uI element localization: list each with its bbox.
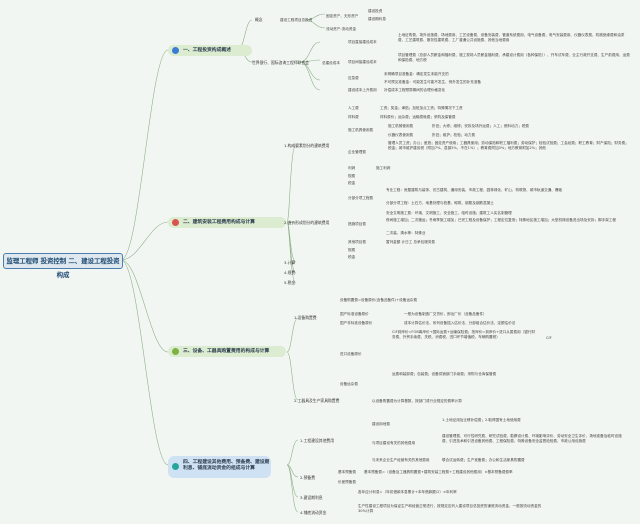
- s2-fees-2: 规费: [348, 248, 356, 252]
- section-3-node: 三、设备、工器具购置费用的构成与计算: [168, 346, 286, 357]
- s2-material-detail: 材料原价；运杂费；运输损耗费；采购及保管费: [380, 115, 456, 119]
- section-1-title: 一、工程投资构成概述: [183, 48, 231, 53]
- s2-measures-b: 夜间施工增加；二次搬运；冬雨季施工增加；已完工程及设备保护；工程定位复测；特殊地…: [386, 218, 616, 222]
- s2-machinery-b-detail: 折旧；维护；校验；动力费: [432, 133, 476, 137]
- section-2-title: 二、建筑安装工程费用构成与计算: [183, 220, 255, 225]
- s4-g3: 3.建设期利息: [300, 495, 323, 500]
- s2-labor-detail: 工资；奖金；津贴；加班加点工资；特殊情况下工资: [380, 106, 463, 110]
- s4-project-other: 与项目建设有关的其他费用: [372, 441, 416, 445]
- s2-other-items: 其他项目费: [348, 240, 366, 244]
- section-2-node: 二、建筑安装工程费用构成与计算: [168, 217, 286, 228]
- s1-construction-investment: 建设投资: [368, 9, 383, 13]
- s2-material: 材料费: [348, 115, 359, 119]
- s2-management-detail: 管理人员工资；办公；差旅；固定资产使用；工器具使用；劳动保险和职工福利费；劳动保…: [388, 141, 629, 150]
- s1-indirect-cost: 项目间接建设成本: [348, 60, 377, 64]
- s2-profit-detail: 施工利润: [376, 166, 391, 170]
- s3-domestic-std-detail: 一般为设备制造厂交货价，即出厂价（含备品备件）: [404, 312, 487, 316]
- s4-land: 建设用地费: [372, 422, 390, 426]
- s4-g3-detail: 各年应计利息=（年初借款本息累计+本年借款额/2）×年利率: [358, 490, 457, 494]
- s3-freight-detail: 运费和装卸费；包装费；设备供销部门手续费；采购与仓库保管费: [392, 372, 497, 376]
- s1-direct-cost: 项目直接建设成本: [348, 40, 377, 44]
- flag-icon: [172, 219, 179, 226]
- s3-g2: 2.工器具及生产家具购置费: [294, 398, 340, 403]
- s1-escalation: 建设成本上升费用: [348, 88, 377, 92]
- s4-production-other: 与未来企业生产经营有关的其他费用: [372, 458, 430, 462]
- s3-domestic-std: 国产标准设备原价: [340, 312, 369, 316]
- s1-fixed-assets: 固定资产、无形资产: [326, 14, 359, 18]
- s2-tax-2: 税金: [348, 255, 356, 259]
- s3-g2-detail: 以设备购置费为计算基数，按部门或行业规定的费率计算: [372, 399, 462, 403]
- s2-measures: 措施项目费: [348, 222, 366, 226]
- tag-icon: [172, 463, 179, 470]
- s2-item-cost: 分部分项工程费: [348, 196, 374, 200]
- s2-machinery-b: 仪器仪表使用费: [388, 133, 414, 137]
- s2-labor: 人工费: [348, 106, 359, 110]
- s4-g4-detail: 生产性建设工程项目为保证生产和经营正常进行，按规定应列入建设项目总投资的铺底流动…: [358, 504, 542, 513]
- s4-g1: 1.工程建设其他费用: [300, 438, 334, 443]
- s2-machinery-a-detail: 折旧；大修；维修；安拆及场外运费；人工；燃料动力；税费: [432, 124, 530, 128]
- s2-measures-c: 二次装、清水等：特殊业: [386, 231, 426, 235]
- s1-indirect-cost-detail: 项目管理费（总部人员薪金和福利费、施工现场人员薪金福利费、承建设计费用（各种保险…: [398, 53, 630, 62]
- s2-profit: 利润: [348, 166, 356, 170]
- s2-other-items-detail: 暂列金额 计日工 总承包服务费: [386, 240, 436, 244]
- s2-fees: 规费: [348, 174, 356, 178]
- s4-land-detail: 1.土地征用及迁移补偿费；2.取得国有土地使用费: [442, 418, 521, 422]
- s2-item-cost-b: 分部分项工程：土石方、地基处理与桩基、砌筑、钢筋及钢筋混凝土: [386, 201, 494, 205]
- s2-g5: 5.税金: [284, 280, 296, 285]
- section-4-node: 四、工程建设其他费用、预备费、建设期利息、铺底流动资金的组成与计算: [168, 456, 271, 478]
- s2-management: 企业管理费: [348, 150, 366, 154]
- s2-g4: 4.规费: [284, 270, 296, 275]
- s2-tax: 税金: [348, 181, 356, 185]
- leaf-icon: [172, 348, 179, 355]
- s1-working-capital: 流动资产-流动资金: [326, 27, 357, 31]
- s1-total-investment: 建设工程项目总投资: [280, 18, 313, 22]
- s2-item-cost-a: 专业工程：房屋建筑与装饰、仿古建筑、通用安装、市政工程、园林绿化、矿山、构筑物、…: [386, 188, 563, 192]
- s1-direct-cost-detail: 土地征购费、场外设施费、场地费用、工艺设备费、设备安装费、管道系统费用、电气设备…: [398, 33, 625, 42]
- s3-formula: 设备购置费=设备原价(含备品备件)+设备运杂费: [340, 298, 418, 302]
- s4-g4: 4.铺底流动资金: [300, 510, 327, 515]
- s1-contingency: 应急费: [348, 76, 359, 80]
- s2-measures-a: 安全文明施工费：环境、文明施工、安全施工、临时设施；建筑工人实名制管理: [386, 211, 512, 215]
- s4-g2: 2.预备费: [300, 475, 316, 480]
- s4-production-other-detail: 联合试运转费；生产准备费；办公和生活家具购置费: [442, 458, 525, 462]
- s1-total-cost: 总建设成本: [322, 61, 340, 65]
- section-1-node: 一、工程投资构成概述: [168, 45, 252, 56]
- s3-domestic-nonstd: 国产非标准设备原价: [340, 321, 373, 325]
- s3-imported-detail: CIF到岸价=FOB离岸价+国际运费+运输保险费；抵岸价=到岸价+进口从属费用（…: [392, 330, 536, 339]
- s2-machinery-a: 施工机械使用费: [388, 124, 414, 128]
- s4-price-reserve: 价差预备费: [338, 480, 356, 484]
- s4-basic-reserve: 基本预备费: [338, 470, 356, 474]
- s1-contingency-b: 不可预见准备金：可能发生可能不发生、例外发生的补充准备: [384, 80, 482, 84]
- s3-freight: 设备运杂费: [340, 382, 358, 386]
- s3-imported: 进口设备原价: [340, 352, 362, 356]
- s1-world-bank: 世界银行、国际咨询工程师联合会: [252, 60, 309, 65]
- s1-contingency-a: 未明确项目准备金：确定发生未能开支的: [384, 72, 449, 76]
- root-node: 监理工程师 投资控制 二、建设工程投资构成: [3, 253, 123, 279]
- s3-g1: 1.设备购置费: [294, 315, 317, 320]
- section-4-title: 四、工程建设其他费用、预备费、建设期利息、铺底流动资金的组成与计算: [183, 460, 270, 471]
- s1-construction-interest: 建设期利息: [368, 17, 386, 21]
- s2-machinery: 施工机具使用费: [348, 128, 374, 132]
- s2-g1: 1.构成要素划分的建筑费用: [284, 143, 330, 148]
- s4-basic-reserve-detail: 基本预备费=（设备及工器具购置费+建筑安装工程费+工程建设其他费用）×基本预备费…: [364, 470, 513, 474]
- info-icon: [172, 47, 179, 54]
- s2-g3: 3.计算: [284, 260, 296, 265]
- s3-imported-cif: CIF: [546, 336, 552, 340]
- section-3-title: 三、设备、工器具购置费用的构成与计算: [183, 349, 270, 354]
- s4-project-other-detail: 建设管理费、可行性研究费、研究试验费、勘察设计费、环境影响评价、劳动安全卫生评价…: [442, 434, 622, 443]
- s3-domestic-nonstd-detail: 成本计算估价法、系列设备插入估价法、分部组合估价法、定额估价法: [404, 321, 516, 325]
- s1-escalation-detail: 补偿成本工程预算期间的合理价格变化: [384, 88, 446, 92]
- s1-concept: 概念: [255, 17, 263, 22]
- s2-g2: 2.造价形成划分的建筑费用: [284, 220, 330, 225]
